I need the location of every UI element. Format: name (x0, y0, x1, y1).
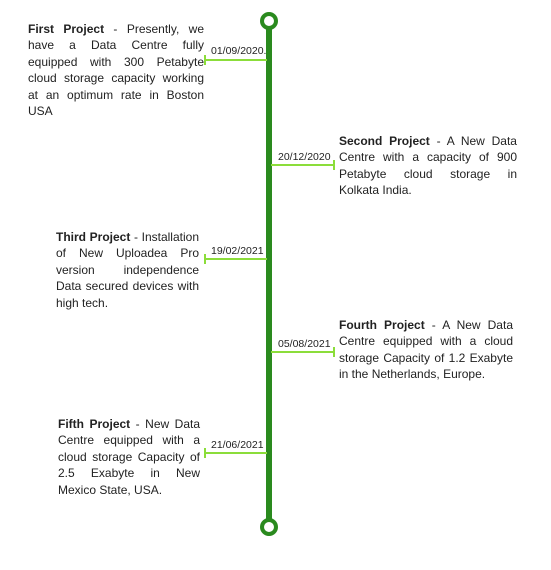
timeline-entry-third: Third Project - Installation of New Uplo… (56, 229, 199, 311)
entry-title: Fourth Project (339, 318, 425, 332)
timeline-entry-fourth: Fourth Project - A New Data Centre equip… (339, 317, 513, 383)
entry-title: Third Project (56, 230, 131, 244)
entry-text: New Data Centre equipped with a cloud st… (58, 417, 200, 497)
entry-connector (204, 448, 267, 458)
entry-title: Second Project (339, 134, 430, 148)
entry-connector (271, 347, 335, 357)
timeline-end-node (260, 518, 278, 536)
timeline-start-node (260, 12, 278, 30)
timeline-entry-first: First Project - Presently, we have a Dat… (28, 21, 204, 119)
entry-date: 01/09/2020. (211, 45, 267, 57)
entry-date: 05/08/2021 (278, 338, 331, 350)
entry-title: Fifth Project (58, 417, 131, 431)
entry-date: 19/02/2021 (211, 245, 264, 257)
entry-date: 20/12/2020 (278, 151, 331, 163)
entry-connector (204, 254, 267, 264)
entry-text: A New Data Centre with a capacity of 900… (339, 134, 517, 198)
entry-text: A New Data Centre equipped with a cloud … (339, 318, 513, 382)
entry-separator: - (130, 230, 142, 244)
timeline-entry-fifth: Fifth Project - New Data Centre equipped… (58, 416, 200, 498)
entry-title: First Project (28, 22, 105, 36)
timeline-entry-second: Second Project - A New Data Centre with … (339, 133, 517, 199)
entry-connector (271, 160, 335, 170)
entry-separator: - (424, 318, 443, 332)
entry-text: Installation of New Uploadea Pro version… (56, 230, 199, 310)
entry-connector (204, 55, 267, 65)
entry-separator: - (130, 417, 146, 431)
entry-separator: - (429, 134, 447, 148)
entry-date: 21/06/2021 (211, 439, 264, 451)
entry-text: Presently, we have a Data Centre fully e… (28, 22, 204, 119)
entry-separator: - (104, 22, 127, 36)
timeline-spine (266, 26, 272, 523)
